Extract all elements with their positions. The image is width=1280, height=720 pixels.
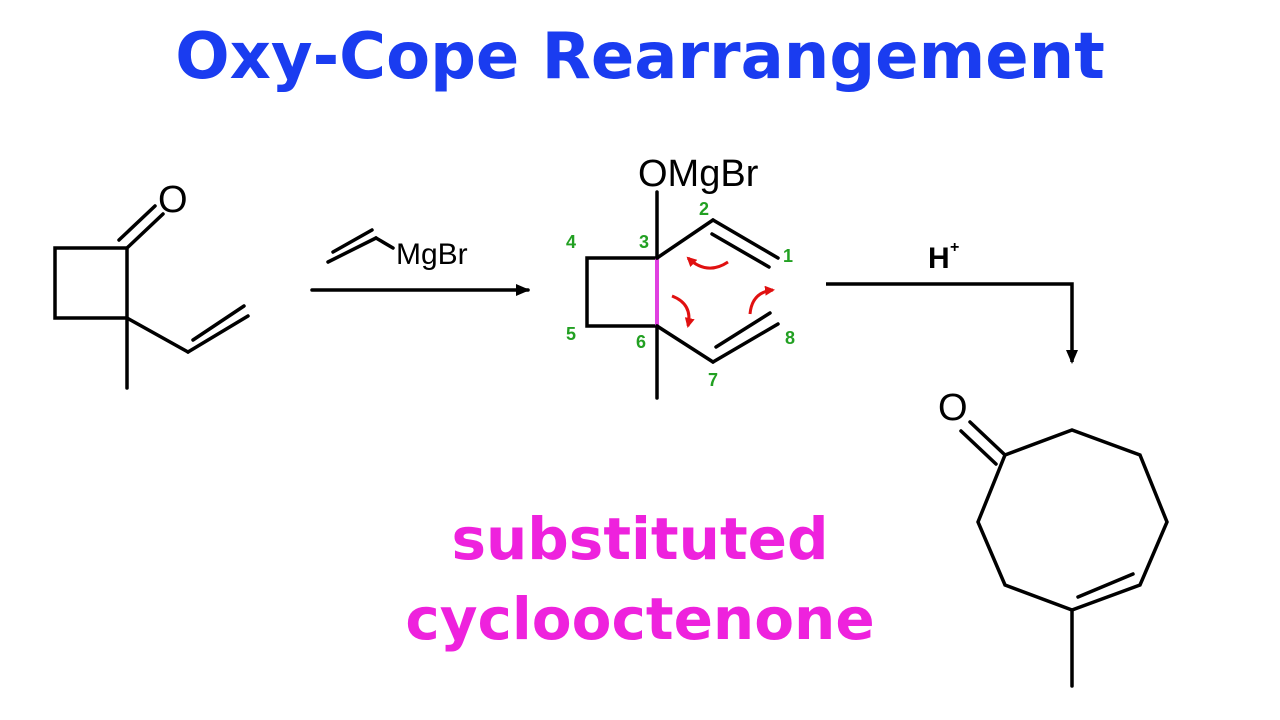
intermediate-cyclobutane <box>585 256 659 328</box>
atom-number-3: 3 <box>639 232 649 252</box>
atom-number-4: 4 <box>566 232 576 252</box>
product-co-bond-2 <box>959 429 998 466</box>
atom-number-8: 8 <box>785 328 795 348</box>
acid-charge: + <box>950 239 959 256</box>
reaction-arrow-1: MgBr <box>310 228 530 296</box>
product-molecule: O <box>938 387 1169 688</box>
page-title: Oxy-Cope Rearrangement <box>175 20 1105 94</box>
caption-line-1: substituted <box>451 505 829 573</box>
atom-number-7: 7 <box>708 370 718 390</box>
acid-label: H <box>928 242 950 275</box>
reactant-ring <box>53 246 129 320</box>
reactant-oxygen-label: O <box>158 179 188 221</box>
omgbr-label: OMgBr <box>638 153 759 195</box>
reactant-vinyl-double-2 <box>191 304 246 342</box>
bond-c7-c8 <box>711 322 780 364</box>
bond-c6-c7 <box>655 324 715 364</box>
reaction-arrow-2: H + <box>826 239 1078 364</box>
reactant-vinyl-double <box>186 314 250 354</box>
product-ring <box>976 428 1169 612</box>
atom-number-6: 6 <box>636 332 646 352</box>
reactant-molecule: O <box>53 179 250 390</box>
product-co-bond <box>968 420 1007 457</box>
bond-c2-c1-2 <box>710 232 771 269</box>
product-alkene-bond-2 <box>1076 572 1135 599</box>
arrow-2-shaft <box>826 282 1078 364</box>
bond-c3-c2 <box>655 218 715 260</box>
electron-arrow-2 <box>671 294 695 328</box>
caption-line-2: cyclooctenone <box>405 585 875 653</box>
bond-c7-c8-2 <box>714 311 772 349</box>
product-oxygen-label: O <box>938 387 968 429</box>
reactant-co-bond-2 <box>117 204 157 242</box>
reactant-vinyl-bond <box>125 316 190 354</box>
atom-number-1: 1 <box>783 246 793 266</box>
vinyl-reagent-bond <box>326 236 378 264</box>
electron-arrow-1 <box>686 256 729 270</box>
vinyl-reagent-bond-2 <box>331 228 374 254</box>
electron-arrow-3 <box>748 285 775 315</box>
vinyl-reagent-single <box>374 236 395 250</box>
reagent-label: MgBr <box>396 238 468 271</box>
intermediate-molecule: OMgBr 1 2 3 4 5 6 7 8 <box>566 153 795 400</box>
atom-number-2: 2 <box>699 199 709 219</box>
reactant-co-bond <box>125 212 165 250</box>
atom-number-5: 5 <box>566 324 576 344</box>
bond-c2-c1 <box>711 218 780 260</box>
